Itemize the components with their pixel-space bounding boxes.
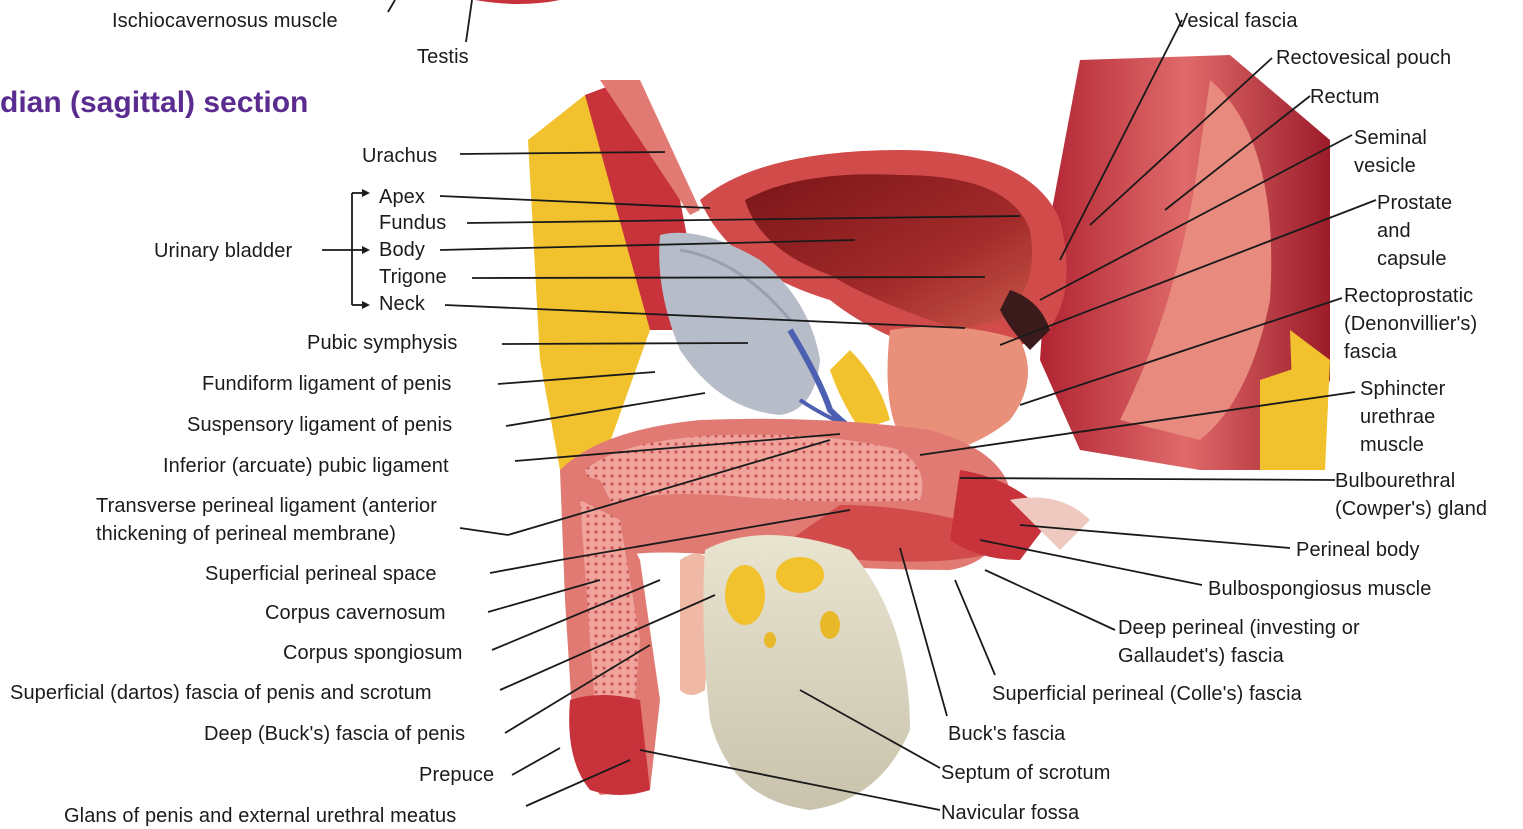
label-prostate-capsule: Prostate and capsule bbox=[1377, 189, 1452, 273]
label-neck: Neck bbox=[379, 291, 425, 317]
label-deep-perineal-fascia: Deep perineal (investing or Gallaudet's)… bbox=[1118, 614, 1360, 670]
label-trigone: Trigone bbox=[379, 264, 447, 290]
label-body: Body bbox=[379, 237, 425, 263]
label-rectovesical-pouch: Rectovesical pouch bbox=[1276, 45, 1451, 71]
section-heading: dian (sagittal) section bbox=[0, 86, 308, 120]
testis-remnant bbox=[475, 0, 560, 4]
label-corpus-cavernosum: Corpus cavernosum bbox=[265, 600, 446, 626]
label-navicular-fossa: Navicular fossa bbox=[941, 800, 1079, 826]
label-prepuce: Prepuce bbox=[419, 762, 494, 788]
label-rectum: Rectum bbox=[1310, 84, 1380, 110]
label-testis: Testis bbox=[417, 44, 469, 70]
label-dartos-fascia: Superficial (dartos) fascia of penis and… bbox=[10, 680, 432, 706]
label-ischiocavernosus: Ischiocavernosus muscle bbox=[112, 8, 338, 34]
label-inferior-pubic-ligament: Inferior (arcuate) pubic ligament bbox=[163, 453, 449, 479]
label-seminal-vesicle: Seminal vesicle bbox=[1354, 124, 1427, 180]
label-superficial-perineal-space: Superficial perineal space bbox=[205, 561, 437, 587]
label-fundiform-ligament: Fundiform ligament of penis bbox=[202, 371, 452, 397]
label-transverse-perineal-ligament: Transverse perineal ligament (anterior t… bbox=[96, 492, 437, 548]
label-deep-bucks-fascia: Deep (Buck's) fascia of penis bbox=[204, 721, 465, 747]
label-bulbourethral-gland: Bulbourethral (Cowper's) gland bbox=[1335, 467, 1487, 523]
label-urachus: Urachus bbox=[362, 143, 437, 169]
glans-shape bbox=[569, 695, 650, 795]
label-vesical-fascia: Vesical fascia bbox=[1175, 8, 1298, 34]
label-perineal-body: Perineal body bbox=[1296, 537, 1420, 563]
label-pubic-symphysis: Pubic symphysis bbox=[307, 330, 457, 356]
label-corpus-spongiosum: Corpus spongiosum bbox=[283, 640, 463, 666]
label-bulbospongiosus-muscle: Bulbospongiosus muscle bbox=[1208, 576, 1431, 602]
label-fundus: Fundus bbox=[379, 210, 446, 236]
label-glans: Glans of penis and external urethral mea… bbox=[64, 803, 456, 829]
label-urinary-bladder: Urinary bladder bbox=[154, 238, 292, 264]
bladder-bracket bbox=[322, 193, 367, 305]
label-septum-of-scrotum: Septum of scrotum bbox=[941, 760, 1111, 786]
label-sphincter-urethrae: Sphincter urethrae muscle bbox=[1360, 375, 1445, 459]
bracket-arrowheads bbox=[362, 189, 370, 309]
label-apex: Apex bbox=[379, 184, 425, 210]
label-rectoprostatic-fascia: Rectoprostatic (Denonvillier's) fascia bbox=[1344, 282, 1477, 366]
label-superficial-perineal-fascia: Superficial perineal (Colle's) fascia bbox=[992, 681, 1302, 707]
label-suspensory-ligament: Suspensory ligament of penis bbox=[187, 412, 452, 438]
label-bucks-fascia: Buck's fascia bbox=[948, 721, 1065, 747]
